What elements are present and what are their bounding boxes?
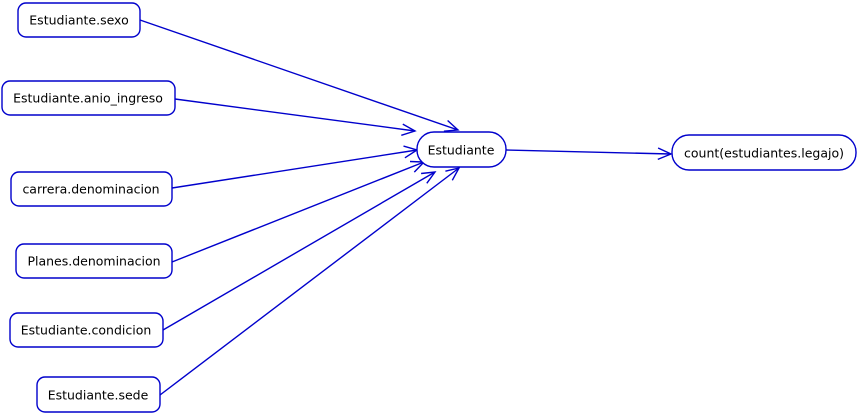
node-label: Planes.denominacion	[27, 254, 160, 269]
edge-sede-to-estudiante	[159, 166, 461, 396]
node-estudiante[interactable]: Estudiante	[416, 131, 507, 168]
edge-carrera-to-estudiante	[171, 145, 419, 189]
edges	[139, 19, 673, 396]
node-carrera-denominacion[interactable]: carrera.denominacion	[10, 171, 173, 207]
node-count-estudiantes-legajo[interactable]: count(estudiantes.legajo)	[671, 134, 857, 171]
node-label: Estudiante.sede	[48, 388, 149, 403]
node-label: count(estudiantes.legajo)	[684, 146, 844, 161]
edge-condicion-to-estudiante	[162, 171, 437, 331]
node-estudiante-anio-ingreso[interactable]: Estudiante.anio_ingreso	[1, 80, 176, 116]
node-label: Estudiante.condicion	[21, 323, 152, 338]
edge-planes-to-estudiante	[171, 160, 426, 263]
node-label: carrera.denominacion	[22, 182, 159, 197]
node-estudiante-sede[interactable]: Estudiante.sede	[36, 376, 161, 413]
node-label: Estudiante	[428, 143, 495, 158]
edge-sexo-to-estudiante	[139, 19, 460, 132]
edge-estudiante-to-count	[505, 147, 673, 161]
node-label: Estudiante.sexo	[29, 13, 128, 28]
node-estudiante-condicion[interactable]: Estudiante.condicion	[9, 312, 164, 348]
node-planes-denominacion[interactable]: Planes.denominacion	[15, 243, 173, 279]
edge-anio-to-estudiante	[174, 98, 417, 136]
node-label: Estudiante.anio_ingreso	[13, 91, 163, 106]
node-estudiante-sexo[interactable]: Estudiante.sexo	[17, 2, 141, 38]
